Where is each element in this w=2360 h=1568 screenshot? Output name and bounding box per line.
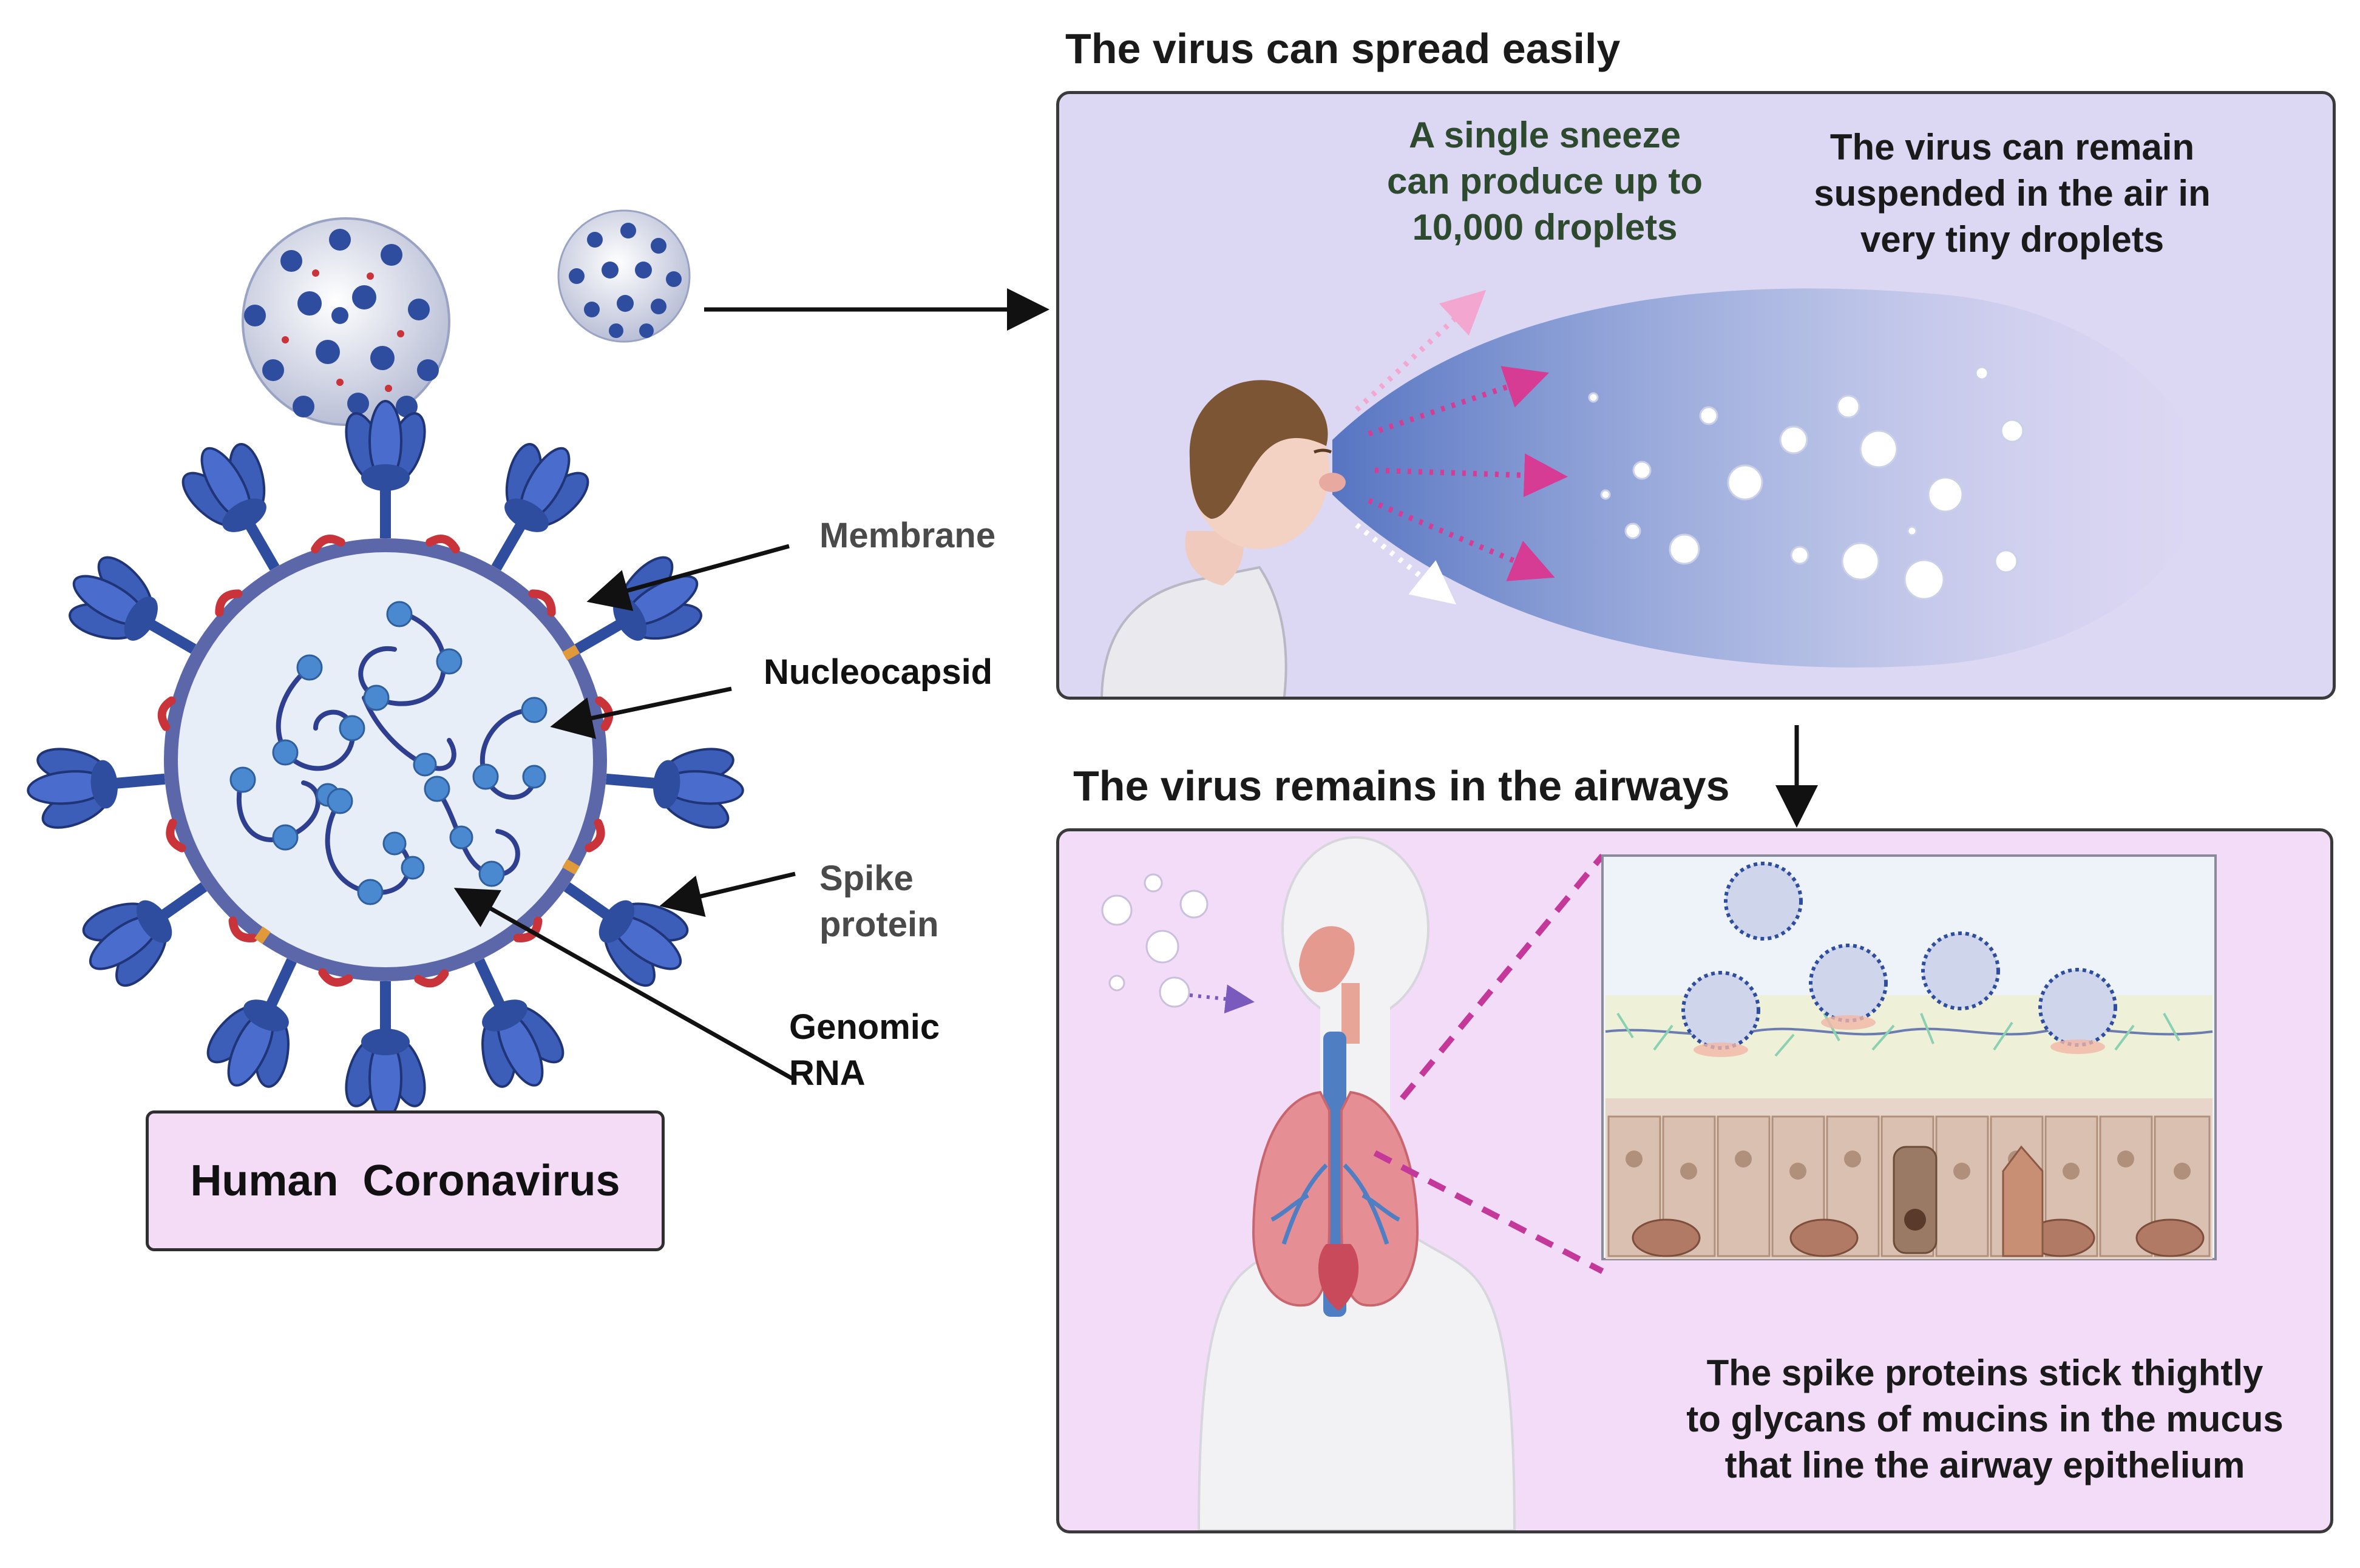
sneezing-person-icon <box>1100 380 1346 697</box>
inhaled-droplets <box>1101 873 1209 1008</box>
coronavirus-structure-icon <box>22 400 748 1120</box>
airway-panel: The spike proteins stick thightly to gly… <box>1056 828 2333 1533</box>
mucin-binding-text: The spike proteins stick thightly to gly… <box>1686 1353 2284 1485</box>
label-arrows <box>453 544 796 1083</box>
bottom-panel-heading: The virus remains in the airways <box>1073 762 1730 809</box>
sneeze-droplets-text: A single sneeze can produce up to 10,000… <box>1386 115 1703 248</box>
virion-large-icon <box>242 217 450 426</box>
airway-illustration <box>1101 836 2217 1530</box>
droplets <box>1588 366 2024 600</box>
coronavirus-caption-box: Human Coronavirus <box>146 1110 665 1251</box>
label-nucleocapsid: Nucleocapsid <box>764 652 993 692</box>
label-genomic-rna: Genomic RNA <box>789 1007 940 1093</box>
virion-small-icon <box>557 209 691 343</box>
sneeze-illustration <box>1100 288 2200 697</box>
nucleocapsid-arrow <box>550 686 732 739</box>
droplet-cloud <box>1332 288 2200 668</box>
label-spike-protein: Spike protein <box>819 859 939 944</box>
genomic-rna-arrow <box>453 888 796 1083</box>
epithelium-zoom-icon <box>1601 854 2217 1260</box>
membrane-arrow <box>586 544 790 611</box>
coronavirus-caption: Human Coronavirus <box>190 1157 620 1205</box>
top-panel-heading: The virus can spread easily <box>1065 25 1621 72</box>
spread-panel: A single sneeze can produce up to 10,000… <box>1056 91 2336 700</box>
airborne-text: The virus can remain suspended in the ai… <box>1814 127 2211 260</box>
label-membrane: Membrane <box>819 516 996 555</box>
spike-protein-arrow <box>659 871 796 917</box>
human-body-icon <box>1197 836 1516 1530</box>
